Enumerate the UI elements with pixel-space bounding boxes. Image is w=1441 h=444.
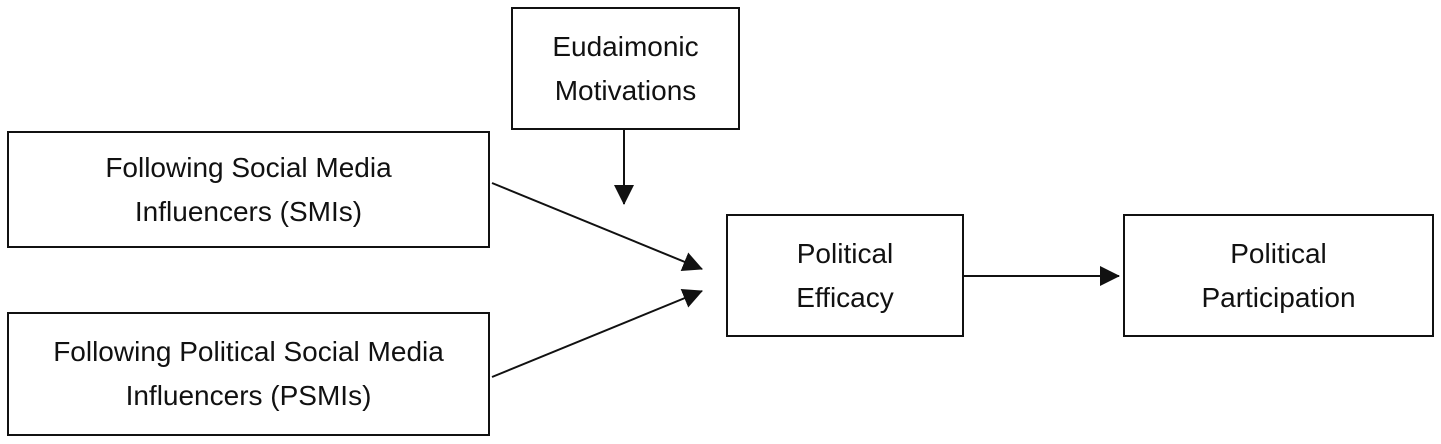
node-label-line: Political <box>1230 237 1327 269</box>
node-label-line: Influencers (PSMIs) <box>125 380 372 411</box>
node-label-line: Eudaimonic <box>552 30 699 62</box>
node-label-line: Efficacy <box>796 281 894 313</box>
arrow-psmi-to-efficacy <box>491 288 703 378</box>
node-label-line: Political <box>796 237 894 269</box>
node-label: Political Participation <box>1201 232 1355 320</box>
node-following-smis: Following Social Media Influencers (SMIs… <box>7 131 490 248</box>
node-label: Following Social Media Influencers (SMIs… <box>105 146 391 234</box>
node-label-line: Following Political Social Media <box>53 336 444 367</box>
node-political-efficacy: Political Efficacy <box>726 214 964 337</box>
node-eudaimonic-motivations: Eudaimonic Motivations <box>511 7 740 130</box>
arrow-smi-to-efficacy <box>491 182 703 272</box>
node-political-participation: Political Participation <box>1123 214 1434 337</box>
node-label-line: Motivations <box>554 74 697 106</box>
node-label: Political Efficacy <box>796 232 894 320</box>
node-label: Following Political Social Media Influen… <box>53 330 444 418</box>
node-following-psmis: Following Political Social Media Influen… <box>7 312 490 436</box>
node-label-line: Influencers (SMIs) <box>134 195 363 227</box>
node-label-line: Following Social Media <box>105 151 392 183</box>
node-label-line: Participation <box>1201 281 1356 313</box>
node-label: Eudaimonic Motivations <box>552 25 698 113</box>
